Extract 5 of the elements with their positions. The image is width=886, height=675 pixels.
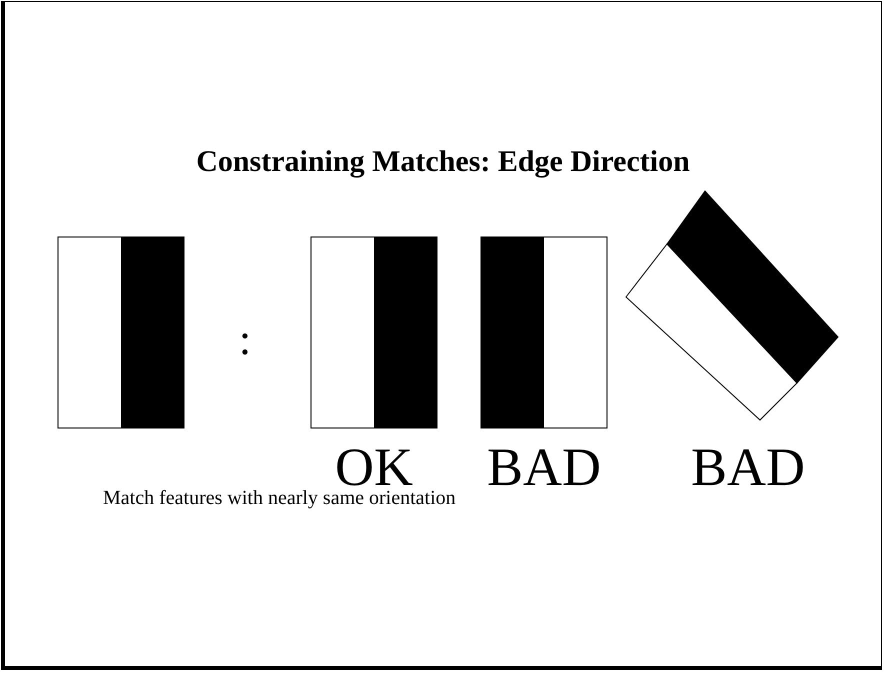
caption: Match features with nearly same orientation [103, 487, 456, 510]
slide-title: Constraining Matches: Edge Direction [195, 145, 691, 179]
colon-separator: : [238, 318, 252, 362]
match-label: BAD [486, 440, 602, 494]
match-label: BAD [690, 440, 806, 494]
